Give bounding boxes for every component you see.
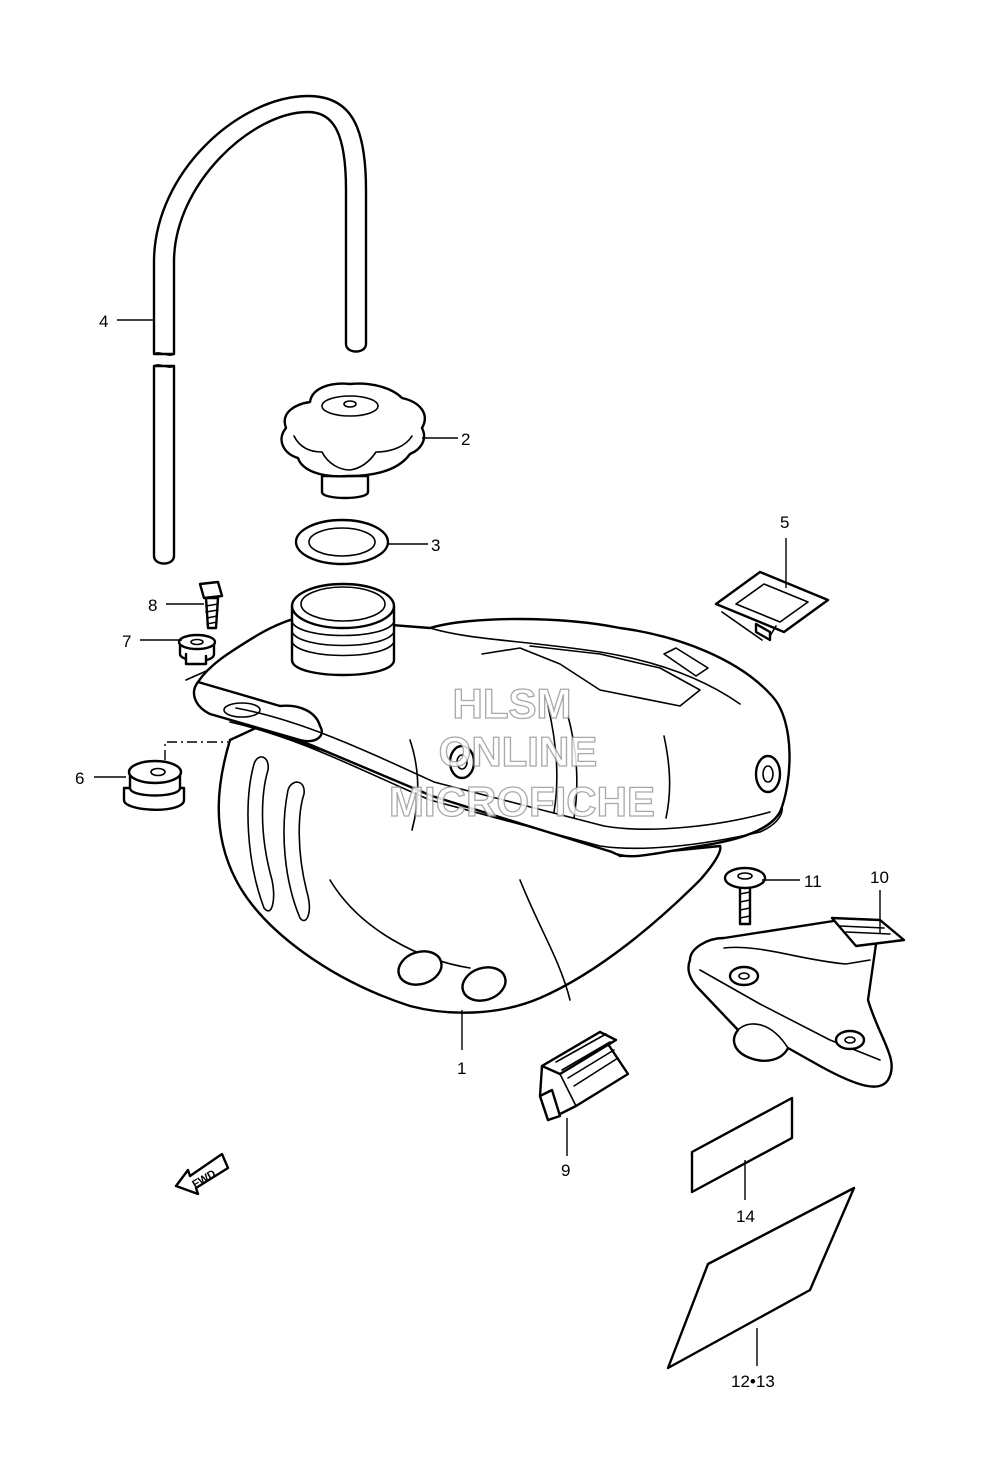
- callout-5[interactable]: 5: [780, 513, 789, 532]
- watermark-line-2: ONLINE: [439, 728, 598, 775]
- tank-strap-buckle[interactable]: [714, 570, 830, 642]
- bolt[interactable]: [198, 580, 224, 630]
- callout-2[interactable]: 2: [461, 430, 470, 449]
- washer-collar[interactable]: [177, 633, 217, 666]
- callout-6[interactable]: 6: [75, 769, 84, 788]
- fuel-cap[interactable]: [280, 382, 426, 500]
- decal-large[interactable]: [666, 1186, 856, 1370]
- watermark-line-3: MICROFICHE: [389, 778, 655, 825]
- decal-small[interactable]: [690, 1096, 794, 1194]
- leader-lines: [94, 319, 881, 1366]
- watermark: HLSM ONLINE MICROFICHE: [388, 679, 655, 825]
- tank-cushion-pad[interactable]: [538, 1030, 630, 1122]
- watermark-line-1: HLSM: [453, 680, 572, 727]
- callout-14[interactable]: 14: [736, 1207, 755, 1226]
- callout-12-13[interactable]: 12•13: [731, 1372, 775, 1391]
- forward-arrow-icon: FWD: [174, 1152, 230, 1196]
- callout-3[interactable]: 3: [431, 536, 440, 555]
- callout-9[interactable]: 9: [561, 1161, 570, 1180]
- fuel-tank[interactable]: [192, 582, 791, 1014]
- callout-10[interactable]: 10: [870, 868, 889, 887]
- callout-4[interactable]: 4: [99, 312, 108, 331]
- mounting-bracket[interactable]: [687, 916, 906, 1088]
- breather-hose[interactable]: [152, 94, 368, 565]
- callout-8[interactable]: 8: [148, 596, 157, 615]
- cap-gasket[interactable]: [294, 518, 390, 566]
- callout-1[interactable]: 1: [457, 1059, 466, 1078]
- rubber-cushion[interactable]: [122, 759, 186, 811]
- bracket-screw[interactable]: [723, 866, 767, 926]
- fwd-label: FWD: [190, 1168, 218, 1191]
- callout-11[interactable]: 11: [804, 872, 822, 891]
- alignment-line: [164, 741, 228, 760]
- callout-7[interactable]: 7: [122, 632, 131, 651]
